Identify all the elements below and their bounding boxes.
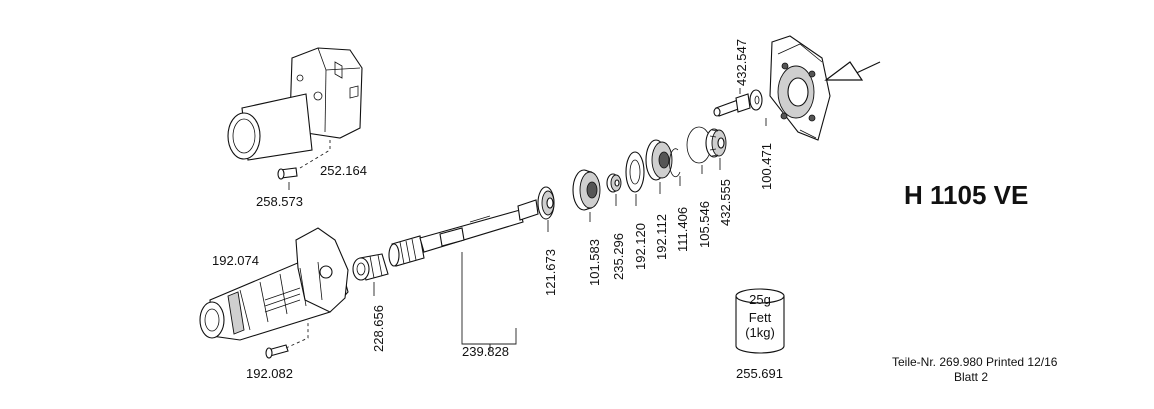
model-title: H 1105 VE bbox=[904, 180, 1028, 210]
spindle-239828 bbox=[388, 199, 539, 350]
label-228656: 228.656 bbox=[371, 305, 386, 352]
grease-can-weight: 25g bbox=[749, 292, 771, 307]
label-255691: 255.691 bbox=[736, 366, 783, 381]
pinion-shaft-432547 bbox=[713, 88, 763, 117]
label-432555: 432.555 bbox=[718, 179, 733, 226]
gear-head-192074 bbox=[199, 227, 349, 341]
footer-sheet: Blatt 2 bbox=[954, 370, 988, 384]
label-101583: 101.583 bbox=[587, 239, 602, 286]
label-432547: 432.547 bbox=[734, 39, 749, 86]
label-235296: 235.296 bbox=[611, 233, 626, 280]
grease-can-package: (1kg) bbox=[745, 325, 775, 340]
snap-ring-111406 bbox=[669, 148, 681, 186]
label-111406: 111.406 bbox=[675, 207, 690, 252]
label-105546: 105.546 bbox=[697, 201, 712, 248]
motor-housing-252164 bbox=[227, 47, 363, 161]
grease-can-255691: 25g Fett (1kg) bbox=[735, 288, 785, 354]
footer-part-number: Teile-Nr. 269.980 Printed 12/16 bbox=[892, 355, 1058, 369]
direction-arrow-icon bbox=[824, 61, 881, 81]
gear-cover-100471 bbox=[765, 35, 831, 141]
label-192120: 192.120 bbox=[633, 223, 648, 270]
label-192074: 192.074 bbox=[212, 253, 259, 268]
label-192112: 192.112 bbox=[654, 214, 669, 260]
nut-235296 bbox=[606, 173, 622, 206]
collet-nut-228656 bbox=[352, 253, 389, 296]
label-192082: 192.082 bbox=[246, 366, 293, 381]
label-239828: 239.828 bbox=[462, 344, 509, 359]
bearing-121673 bbox=[537, 186, 555, 232]
screw-258573 bbox=[277, 140, 331, 190]
label-121673: 121.673 bbox=[543, 249, 558, 296]
label-252164: 252.164 bbox=[320, 163, 367, 178]
washer-192120 bbox=[625, 151, 645, 206]
bearing-101583 bbox=[572, 169, 601, 222]
gear-432555 bbox=[705, 128, 727, 170]
screw-192082 bbox=[265, 320, 309, 359]
grease-can-content: Fett bbox=[749, 310, 772, 325]
bearing-192112 bbox=[645, 139, 673, 194]
label-258573: 258.573 bbox=[256, 194, 303, 209]
label-100471: 100.471 bbox=[759, 143, 774, 190]
